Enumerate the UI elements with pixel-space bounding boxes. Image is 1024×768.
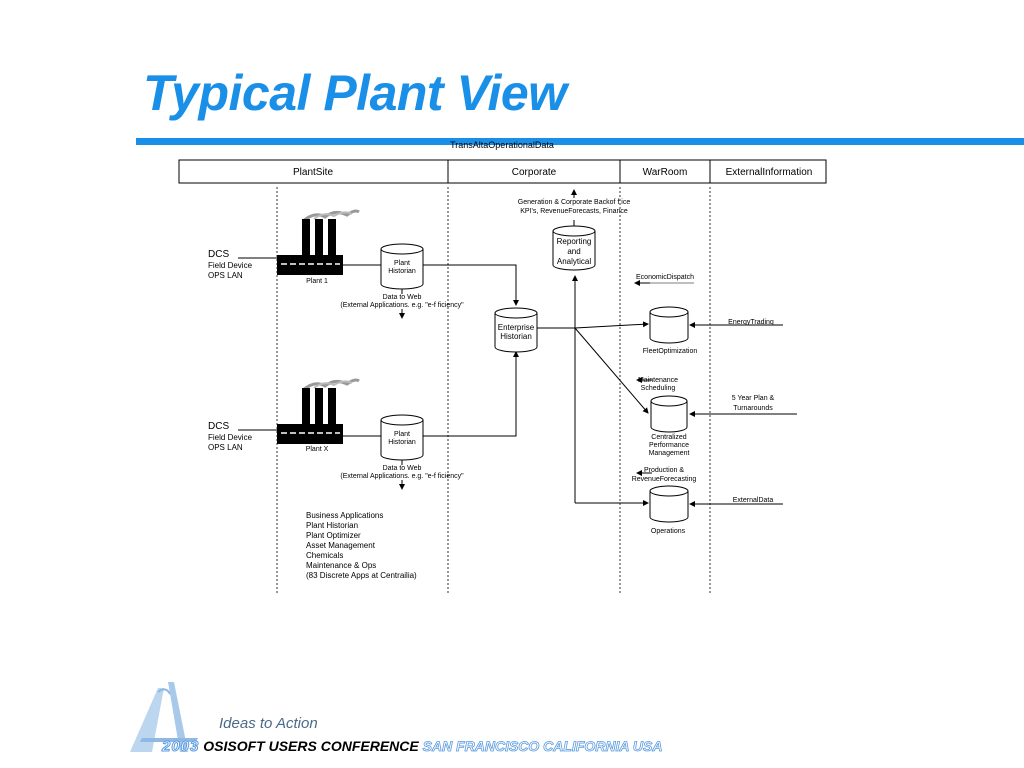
fleet-optimization: FleetOptimization — [643, 348, 698, 355]
footer-conference-name: OSISOFT USERS CONFERENCE — [203, 738, 419, 754]
plant-x-historian-line2: Historian — [388, 439, 416, 446]
centralized-line3: Management — [649, 450, 690, 457]
plant-1-web-line2: (External Applications. e.g. "e-f ficien… — [340, 302, 464, 309]
plant-x-historian-cylinder — [380, 414, 424, 461]
plant-x-factory-icon — [277, 378, 360, 444]
operations-cylinder — [649, 485, 689, 523]
operations: Operations — [651, 528, 686, 535]
plant-1-dcs: DCS — [208, 249, 229, 260]
centralized-performance-cylinder — [650, 395, 688, 433]
plant-x-historian-line1: Plant — [394, 431, 410, 438]
reporting-line2: and — [567, 247, 580, 256]
slide-title: Typical Plant View — [143, 65, 567, 121]
centralized-line2: Performance — [649, 442, 689, 449]
energy-trading: EnergyTrading — [728, 319, 774, 326]
apps-item: Plant Optimizer — [306, 531, 361, 540]
apps-item: Plant Historian — [306, 521, 358, 530]
production-line1: Production & — [644, 467, 684, 474]
footer-location: SAN FRANCISCO CALIFORNIA USA — [422, 738, 663, 755]
business-apps-list: Business Applications Plant Historian Pl… — [306, 511, 417, 580]
generation-line2: KPI's, RevenueForecasts, Finance — [520, 208, 628, 215]
plant-1-web-line1: Data to Web — [383, 294, 422, 301]
diagram-header: TransAltaOperationalData — [450, 140, 554, 150]
apps-item: Business Applications — [306, 511, 383, 520]
plant-1-historian-line2: Historian — [388, 268, 416, 275]
plant-x-label: Plant X — [306, 446, 329, 453]
footer-tagline: Ideas to Action — [219, 715, 318, 732]
five-year-line2: Turnarounds — [733, 405, 773, 412]
footer-year: 2003 — [161, 738, 200, 756]
column-header-table: PlantSite Corporate WarRoom ExternalInfo… — [178, 159, 827, 184]
maintenance-line2: Scheduling — [641, 385, 676, 392]
plant-1-label: Plant 1 — [306, 278, 328, 285]
conference-logo-icon — [130, 682, 198, 752]
enterprise-historian-line1: Enterprise — [498, 323, 535, 332]
plant-x-to-enterprise-arrow — [423, 351, 519, 437]
plant-1-field-device: Field Device — [208, 261, 253, 270]
plant-1-historian-line1: Plant — [394, 260, 410, 267]
plant-1-historian-cylinder — [380, 243, 424, 290]
plant-x-ops-lan: OPS LAN — [208, 443, 243, 452]
centralized-line1: Centralized — [651, 434, 687, 441]
maintenance-line1: Maintenance — [638, 377, 678, 384]
generation-line1: Generation & Corporate Backof f ice — [518, 199, 631, 206]
plant-x-dcs: DCS — [208, 421, 229, 432]
plant-1-ops-lan: OPS LAN — [208, 271, 243, 280]
footer-conference: 2003 OSISOFT USERS CONFERENCE SAN FRANCI… — [161, 738, 663, 756]
economic-dispatch: EconomicDispatch — [636, 274, 694, 281]
column-warroom: WarRoom — [643, 167, 688, 178]
fleet-optimization-cylinder — [649, 306, 689, 344]
enterprise-bus-connectors — [537, 275, 649, 506]
plant-x-web-line2: (External Applications. e.g. "e-f ficien… — [340, 473, 464, 480]
apps-item: Chemicals — [306, 551, 343, 560]
five-year-line1: 5 Year Plan & — [732, 395, 775, 402]
enterprise-historian-cylinder — [494, 307, 538, 353]
plant-1-factory-icon — [277, 209, 360, 275]
apps-item: Asset Management — [306, 541, 376, 550]
plant-x-web-line1: Data to Web — [383, 465, 422, 472]
apps-item: (83 Discrete Apps at Centrailia) — [306, 571, 417, 580]
plant-1-to-enterprise-arrow — [423, 264, 519, 306]
apps-item: Maintenance & Ops — [306, 561, 376, 570]
enterprise-historian-line2: Historian — [500, 332, 532, 341]
reporting-analytical-cylinder — [552, 225, 596, 271]
production-line2: RevenueForecasting — [632, 476, 697, 483]
reporting-line3: Analytical — [557, 257, 591, 266]
column-plantsite: PlantSite — [293, 167, 333, 178]
plant-x-field-device: Field Device — [208, 433, 253, 442]
reporting-line1: Reporting — [557, 237, 592, 246]
title-underline — [136, 138, 1024, 145]
column-corporate: Corporate — [512, 167, 557, 178]
column-external: ExternalInformation — [726, 167, 813, 178]
external-data: ExternalData — [733, 497, 774, 504]
